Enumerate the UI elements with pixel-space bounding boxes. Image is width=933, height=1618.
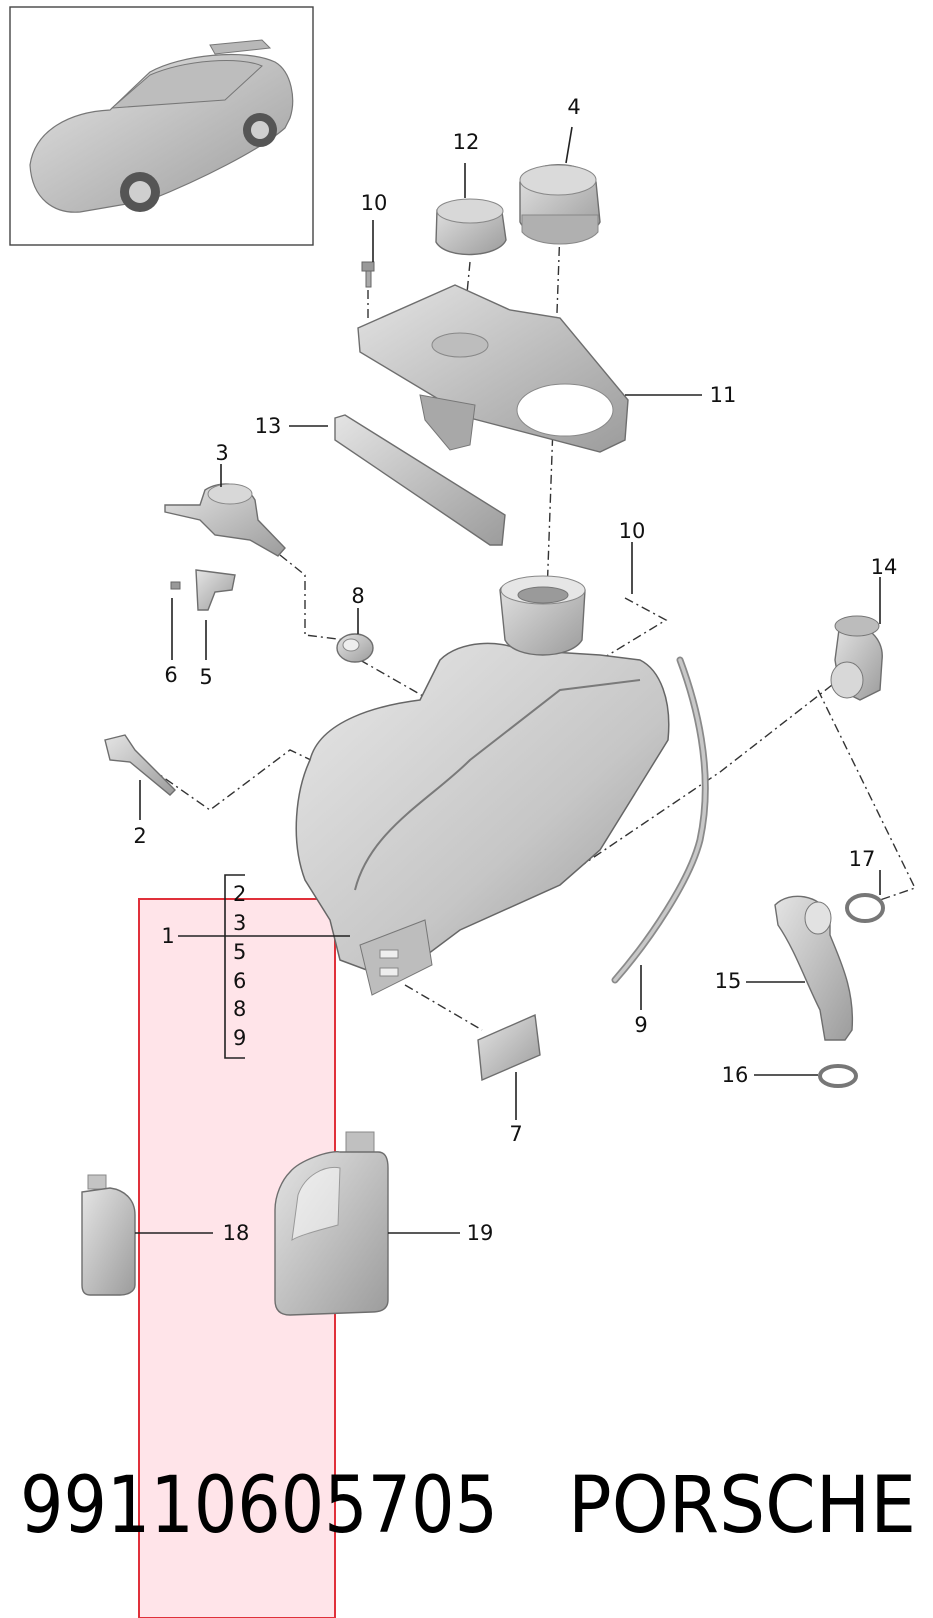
elbow-connector-part xyxy=(830,615,883,701)
group-1-list: 2 3 5 6 8 9 xyxy=(233,882,246,1050)
callout-19: 19 xyxy=(467,1221,494,1245)
callout-2: 2 xyxy=(133,824,146,848)
sensor-part xyxy=(104,734,176,796)
clamp-part-lower xyxy=(818,1064,858,1088)
group-item: 9 xyxy=(233,1026,246,1050)
callout-10-right: 10 xyxy=(619,519,646,543)
callout-3: 3 xyxy=(215,441,228,465)
large-cap-part xyxy=(519,164,601,245)
bracket-part xyxy=(357,284,629,453)
group-item: 3 xyxy=(233,911,246,935)
vehicle-thumbnail xyxy=(9,6,314,246)
screw-part xyxy=(170,581,181,590)
callout-16: 16 xyxy=(722,1063,749,1087)
leader-lines xyxy=(135,126,881,1234)
callout-1: 1 xyxy=(161,924,174,948)
pad-part xyxy=(477,1013,541,1082)
group-item: 5 xyxy=(233,940,246,964)
callout-4: 4 xyxy=(567,95,580,119)
callout-10-top: 10 xyxy=(361,191,388,215)
bolt-part xyxy=(361,261,375,288)
small-bottle-part xyxy=(81,1174,136,1296)
callout-15: 15 xyxy=(715,969,742,993)
clamp-part-upper xyxy=(845,893,885,923)
callout-17: 17 xyxy=(849,847,876,871)
callout-11: 11 xyxy=(710,383,737,407)
brand-caption: PORSCHE xyxy=(568,1461,916,1551)
callout-13: 13 xyxy=(255,414,282,438)
part-number-caption: 99110605705 xyxy=(20,1461,498,1551)
callout-7: 7 xyxy=(509,1122,522,1146)
coolant-hose-part xyxy=(774,895,854,1041)
group-item: 6 xyxy=(233,969,246,993)
hose-part xyxy=(611,656,709,984)
group-item: 2 xyxy=(233,882,246,906)
small-cap-part xyxy=(435,198,507,256)
clip-part xyxy=(195,569,236,611)
large-canister-part xyxy=(274,1131,389,1316)
callout-8: 8 xyxy=(351,584,364,608)
valve-part xyxy=(164,483,286,557)
fitting-part xyxy=(336,633,374,663)
callout-labels: 12 4 10 11 13 3 10 14 8 6 5 2 1 17 15 9 … xyxy=(133,95,897,1245)
callout-6: 6 xyxy=(164,663,177,687)
group-item: 8 xyxy=(233,997,246,1021)
callout-12: 12 xyxy=(453,130,480,154)
callout-14: 14 xyxy=(871,555,898,579)
group-bracket xyxy=(224,874,245,1059)
callout-9: 9 xyxy=(634,1013,647,1037)
callout-5: 5 xyxy=(199,665,212,689)
callout-18: 18 xyxy=(223,1221,250,1245)
strip-part xyxy=(334,414,506,546)
expansion-tank xyxy=(295,575,670,996)
